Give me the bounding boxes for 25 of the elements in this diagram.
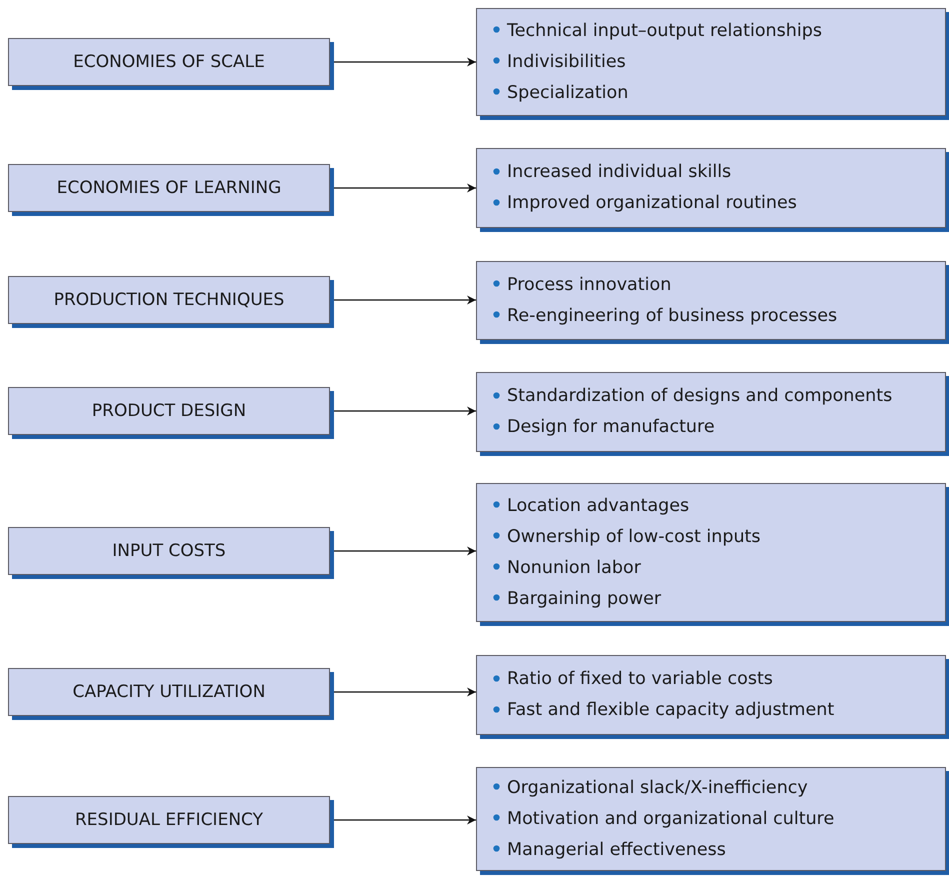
bullet-item: Indivisibilities <box>507 50 626 74</box>
bullet-item: Re-engineering of business processes <box>507 304 838 328</box>
bullet-item: Design for manufacture <box>507 416 715 439</box>
bullet-item: Fast and flexible capacity adjustment <box>507 699 834 722</box>
bullet-item: Process innovation <box>507 274 672 296</box>
bullet-item: Location advantages <box>507 494 690 518</box>
bullet-item: Bargaining power <box>507 588 662 610</box>
bullet-item: Increased individual skills <box>507 161 732 184</box>
bullet-item: Organizational slack/X-inefficiency <box>507 776 808 800</box>
bullet-item: Specialization <box>507 82 628 104</box>
bullet-item: Nonunion labor <box>507 556 641 580</box>
category-label: INPUT COSTS <box>112 541 226 561</box>
category-label: PRODUCTION TECHNIQUES <box>54 290 284 310</box>
bullet-item: Managerial effectiveness <box>507 838 726 862</box>
category-label: ECONOMIES OF LEARNING <box>56 178 282 198</box>
bullet-item: Ownership of low-cost inputs <box>507 526 761 548</box>
category-label: ECONOMIES OF SCALE <box>73 52 265 72</box>
bullet-item: Motivation and organizational culture <box>507 808 834 830</box>
bullet-item: Standardization of designs and components <box>507 385 892 408</box>
bullet-item: Improved organizational routines <box>507 192 797 215</box>
category-label: PRODUCT DESIGN <box>92 401 246 421</box>
category-label: RESIDUAL EFFICIENCY <box>74 810 263 830</box>
category-label: CAPACITY UTILIZATION <box>72 682 266 702</box>
bullet-item: Ratio of fixed to variable costs <box>507 668 773 691</box>
bullet-item: Technical input–output relationships <box>507 20 822 42</box>
